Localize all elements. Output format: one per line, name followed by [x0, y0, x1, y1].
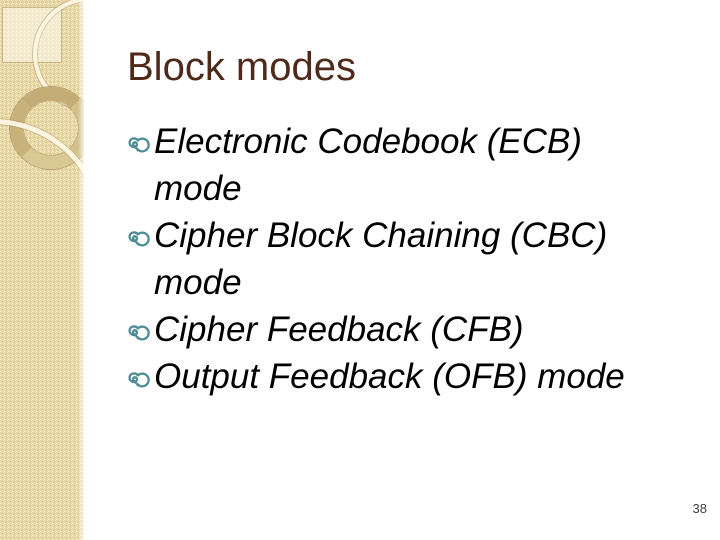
bullet-list: Electronic Codebook (ECB) mode Cipher Bl…: [127, 118, 627, 400]
decorative-sidebar: [0, 0, 84, 540]
bullet-item: Electronic Codebook (ECB) mode: [127, 118, 627, 212]
bullet-text: Electronic Codebook (ECB) mode: [154, 122, 582, 208]
bullet-text: Cipher Block Chaining (CBC) mode: [154, 216, 608, 302]
slide-title: Block modes: [127, 45, 356, 89]
swirl-bullet-icon: [127, 229, 150, 248]
bullet-item: Cipher Feedback (CFB): [127, 306, 627, 353]
bullet-item: Output Feedback (OFB) mode: [127, 353, 627, 400]
swirl-bullet-icon: [127, 370, 150, 389]
bullet-text: Cipher Feedback (CFB): [154, 310, 524, 349]
swirl-bullet-icon: [127, 323, 150, 342]
sidebar-arc-clip: [0, 0, 84, 285]
bullet-item: Cipher Block Chaining (CBC) mode: [127, 212, 627, 306]
swirl-bullet-icon: [127, 135, 150, 154]
bullet-text: Output Feedback (OFB) mode: [154, 357, 625, 396]
page-number: 38: [692, 501, 707, 516]
